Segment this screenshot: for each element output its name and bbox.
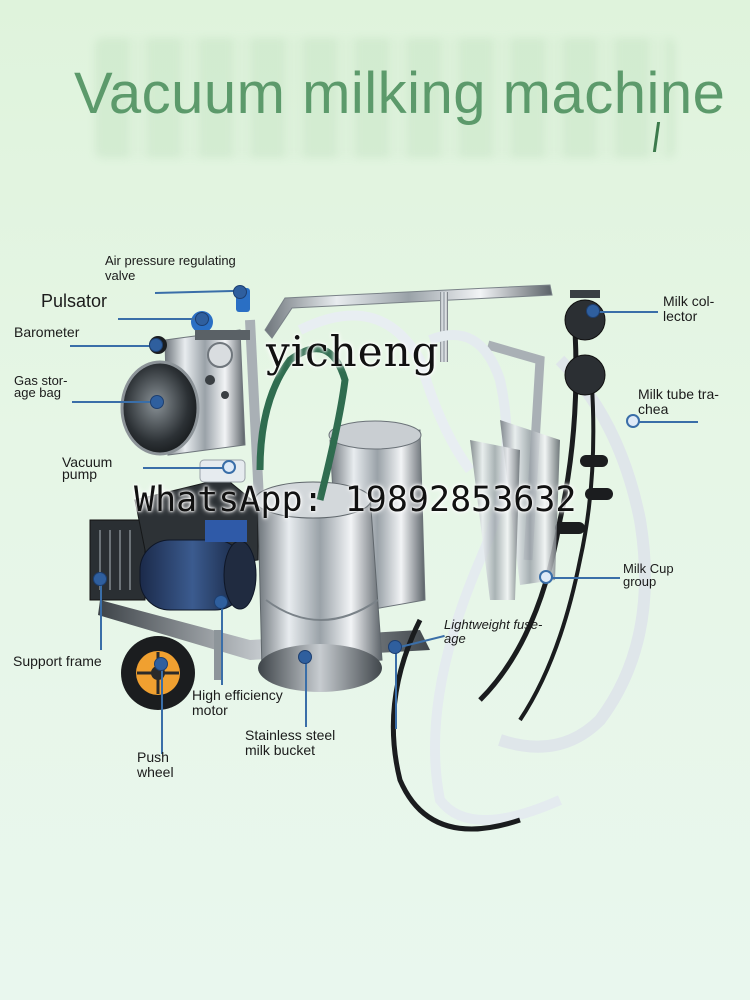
marker-pulsator [195, 312, 209, 326]
label-milk-cup-group: Milk Cup group [623, 561, 674, 589]
label-support-frame: Support frame [13, 653, 102, 669]
label-barometer: Barometer [14, 324, 80, 340]
title-shadow-decoration [95, 38, 675, 158]
page-title: Vacuum milking machine [74, 61, 726, 126]
leader-barometer [70, 345, 156, 347]
label-air-pressure-valve: Air pressure regulating valve [105, 253, 236, 283]
marker-milk-collector [586, 304, 600, 318]
leader-gas-storage [72, 401, 156, 403]
marker-bucket [298, 650, 312, 664]
marker-motor [214, 595, 228, 609]
leader-bucket [305, 657, 307, 727]
label-pulsator: Pulsator [41, 291, 108, 311]
leader-tube-trachea [634, 421, 698, 423]
leader-push-wheel [161, 664, 163, 754]
label-fuselage: Lightweight fuse- age [444, 617, 543, 646]
marker-support-frame [93, 572, 107, 586]
marker-fuselage [388, 640, 402, 654]
marker-vacuum-pump [222, 460, 236, 474]
leader-vacuum-pump [143, 467, 228, 469]
marker-air-valve [233, 285, 247, 299]
label-milk-tube-trachea: Milk tube tra- chea [638, 386, 719, 417]
marker-gas-storage [150, 395, 164, 409]
leader-motor [221, 603, 223, 685]
leader-pulsator [118, 318, 200, 320]
label-push-wheel: Push wheel [137, 749, 174, 780]
leader-fuselage-down [395, 647, 397, 729]
leader-support-frame [100, 580, 102, 650]
hoses-drawing [256, 310, 651, 832]
marker-cup-group [539, 570, 553, 584]
label-milk-bucket: Stainless steel milk bucket [245, 727, 336, 758]
leader-milk-collector [598, 311, 658, 313]
contact-watermark: WhatsApp: 19892853632 [134, 480, 577, 520]
marker-push-wheel [154, 657, 168, 671]
label-gas-storage-bag: Gas stor- age bag [14, 373, 68, 400]
marker-tube-trachea [626, 414, 640, 428]
marker-barometer [149, 338, 163, 352]
leader-cup-group [546, 577, 620, 579]
label-milk-collector: Milk col- lector [663, 293, 715, 324]
label-motor: High efficiency motor [192, 687, 283, 718]
brand-watermark: yicheng [266, 327, 440, 376]
label-vacuum-pump: Vacuum pump [62, 454, 113, 482]
milk-buckets-drawing [254, 420, 426, 692]
